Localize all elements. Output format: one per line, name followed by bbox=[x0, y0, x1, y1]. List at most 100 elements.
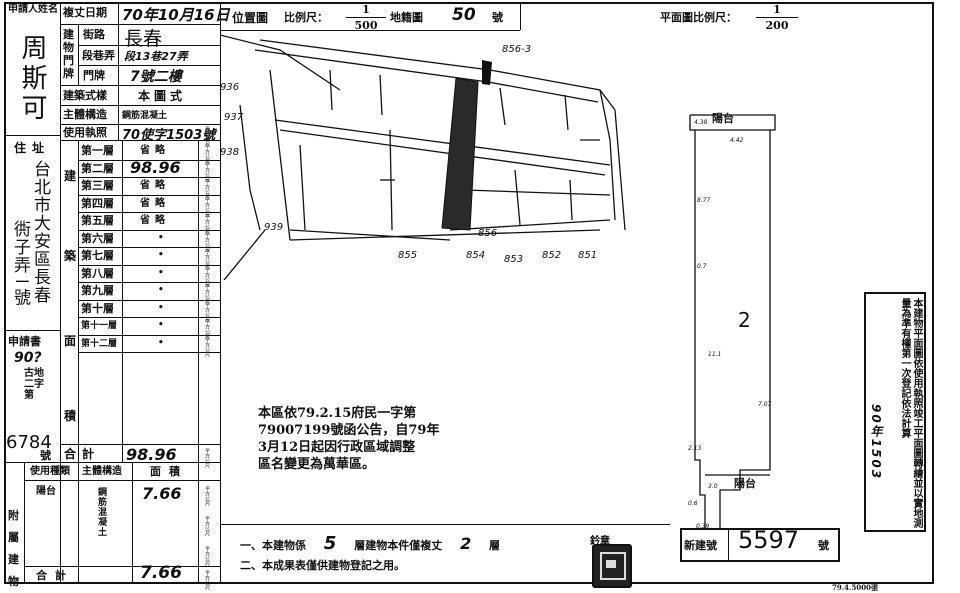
apply-no-line2: 古地二字第 bbox=[24, 368, 44, 401]
total-label: 合計 bbox=[64, 447, 101, 461]
unit-label: 平方公尺 bbox=[204, 301, 210, 322]
parcel-label: 936 bbox=[220, 82, 239, 93]
plan-dimension: 0.7 bbox=[697, 263, 707, 270]
scale-den: 500 bbox=[354, 19, 378, 32]
unit-label: 平方公尺 bbox=[204, 546, 210, 566]
unit-label: 平方公尺 bbox=[204, 179, 210, 199]
parcel-label: 938 bbox=[220, 147, 239, 158]
floor-value: 省略 bbox=[140, 145, 170, 156]
grid-line bbox=[60, 85, 220, 86]
area-side-label-4: 積 bbox=[64, 409, 77, 423]
lane-label: 段巷弄 bbox=[82, 49, 115, 62]
road-label: 街路 bbox=[83, 28, 105, 41]
floor-label: 第六層 bbox=[81, 231, 114, 245]
structure-value: 鋼筋混凝土 bbox=[122, 111, 168, 121]
grid-line bbox=[728, 528, 729, 562]
grid-line bbox=[78, 65, 220, 66]
grid-line bbox=[24, 462, 25, 584]
style-value: 本圖式 bbox=[138, 89, 187, 103]
permit-value: 70使字1503號 bbox=[122, 128, 216, 143]
map-no-value: 50 bbox=[452, 5, 476, 25]
plan-balcony-top: 陽台 bbox=[712, 112, 734, 125]
grid-line bbox=[220, 2, 221, 462]
grid-line bbox=[60, 105, 220, 106]
aux-area-label: 面積 bbox=[150, 465, 188, 478]
unit-label: 平方公尺 bbox=[204, 448, 210, 468]
unit-label: 平方公尺 bbox=[204, 570, 210, 590]
parcel-label: 856 bbox=[478, 228, 497, 239]
floor-label: 第十層 bbox=[81, 301, 114, 315]
grid-line bbox=[60, 24, 220, 25]
review-date-label: 複丈日期 bbox=[63, 6, 107, 19]
footer-text: 層 bbox=[489, 539, 501, 552]
parcel-label: 854 bbox=[466, 250, 485, 261]
footer-text: 層建物本件僅複丈 bbox=[354, 539, 443, 552]
apply-no-label: 申請書 bbox=[8, 335, 41, 348]
map-no-suffix: 號 bbox=[492, 11, 503, 24]
aux-use-value: 陽台 bbox=[36, 486, 56, 497]
gate-label: 門牌 bbox=[83, 69, 105, 82]
plan-dimension: 4.38 bbox=[694, 119, 708, 126]
grid-line bbox=[60, 140, 220, 141]
area-side-label-2: 築 bbox=[64, 249, 77, 263]
unit-label: 平方公尺 bbox=[204, 214, 210, 234]
grid-line bbox=[24, 566, 220, 567]
floor-value: • bbox=[158, 232, 164, 243]
grid-line bbox=[78, 299, 220, 301]
unit-label: 平方公尺 bbox=[204, 126, 210, 146]
parcel-label: 853 bbox=[504, 254, 523, 265]
unit-label: 平方公尺 bbox=[204, 284, 210, 304]
grid-line bbox=[78, 159, 220, 161]
grid-line bbox=[78, 317, 220, 318]
floor-plan: 4.38 4.42 8.77 0.7 11.1 7.07 2.13 0.6 3.… bbox=[688, 114, 776, 530]
grid-line bbox=[132, 462, 133, 584]
address-value-2: 衖子弄ㄧ號 bbox=[10, 220, 30, 307]
bldg-no-label: 建物門牌 bbox=[63, 28, 74, 80]
plan-dimension: 0.39 bbox=[696, 523, 710, 530]
plan-scale-den: 200 bbox=[765, 19, 789, 32]
document-frame bbox=[4, 2, 934, 584]
grid-line bbox=[24, 480, 220, 481]
parcel-label: 856-3 bbox=[502, 44, 531, 55]
unit-label: 平方公尺 bbox=[204, 231, 210, 252]
grid-line bbox=[78, 229, 220, 231]
grid-line bbox=[78, 177, 220, 178]
grid-line bbox=[60, 2, 61, 584]
address-value: 台北市大安區長春 bbox=[30, 160, 50, 304]
area-side-label-3: 面 bbox=[64, 334, 77, 348]
plan-room-no: 2 bbox=[738, 308, 751, 332]
aux-area-value: 7.66 bbox=[142, 484, 182, 503]
grid-line bbox=[78, 194, 220, 196]
aux-side-label: 附屬建物 bbox=[8, 509, 19, 588]
area-side-label: 建 bbox=[64, 169, 77, 183]
grid-line bbox=[78, 462, 79, 584]
grid-line bbox=[78, 24, 79, 85]
parcel-label: 939 bbox=[264, 222, 283, 233]
grid-line bbox=[198, 140, 199, 462]
unit-label: 平方公尺 bbox=[204, 266, 210, 287]
plan-dimension: 8.77 bbox=[697, 197, 711, 204]
floor-value: 98.96 bbox=[130, 157, 181, 177]
aux-struct-value: 鋼筋混凝土 bbox=[98, 488, 108, 538]
apply-no-line3: 6784 bbox=[6, 432, 52, 453]
plan-scale-label: 平面圖比例尺： bbox=[660, 11, 737, 24]
official-seal-icon bbox=[592, 544, 632, 588]
grid-line bbox=[78, 212, 220, 213]
unit-label: 平方公尺 bbox=[204, 486, 210, 506]
floor-value: • bbox=[158, 320, 164, 330]
scale-bar bbox=[756, 17, 798, 18]
floor-label: 第五層 bbox=[81, 214, 114, 227]
parcel-label: 855 bbox=[398, 250, 417, 261]
grid-line bbox=[78, 282, 220, 283]
structure-label: 主體構造 bbox=[63, 108, 107, 121]
aux-total-label: 合計 bbox=[36, 569, 74, 582]
grid-line bbox=[78, 140, 79, 462]
stamp-date: 90年1503 bbox=[869, 404, 883, 481]
grid-line bbox=[118, 2, 119, 140]
unit-label: 平方公尺 bbox=[204, 516, 210, 536]
floor-value: 省略 bbox=[140, 197, 170, 209]
plan-dimension: 2.13 bbox=[688, 445, 702, 452]
grid-line bbox=[4, 330, 60, 331]
grid-line bbox=[78, 45, 220, 46]
plan-dimension: 4.42 bbox=[730, 137, 744, 144]
